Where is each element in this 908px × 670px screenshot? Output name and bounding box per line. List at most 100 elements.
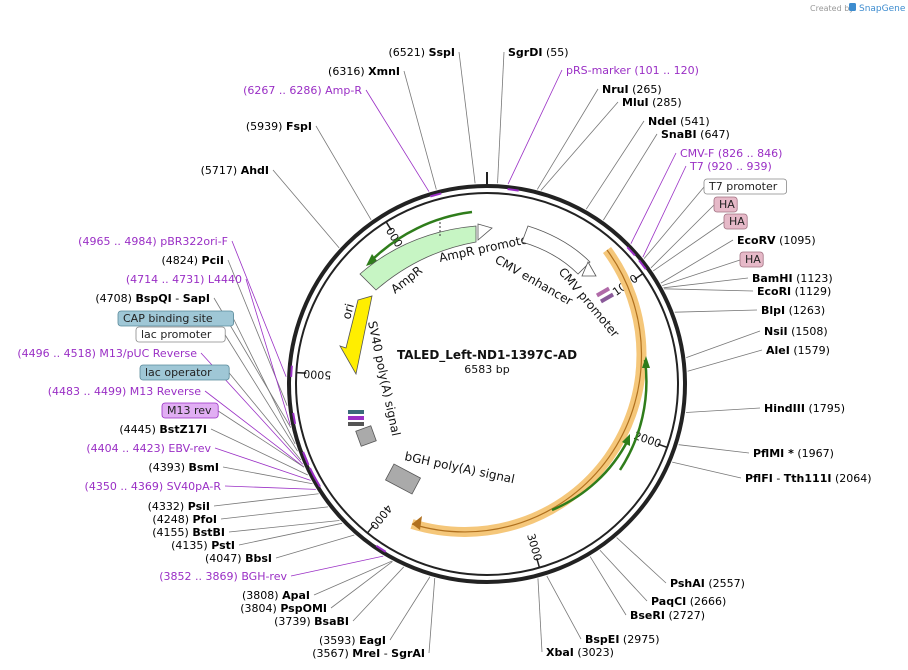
site-label-blpi[interactable]: BlpI (1263): [761, 304, 825, 317]
site-label-nrui[interactable]: NruI (265): [602, 83, 662, 96]
site-name: BsaBI: [314, 615, 349, 628]
site-position: (4708): [95, 292, 132, 305]
site-label-ebv[interactable]: (4404 .. 4423) EBV-rev: [86, 442, 211, 455]
site-label-xmni[interactable]: (6316) XmnI: [328, 65, 400, 78]
site-label-sspi[interactable]: (6521) SspI: [388, 46, 455, 59]
feature-box-cap[interactable]: CAP binding site: [117, 310, 296, 445]
site-label-mlui[interactable]: MluI (285): [622, 96, 682, 109]
site-name: AhdI: [241, 164, 269, 177]
site-label-bspqi[interactable]: (4708) BspQI - SapI: [95, 292, 210, 305]
site-position: (4404 .. 4423): [86, 442, 165, 455]
feature-box-m13rev[interactable]: M13 rev: [161, 402, 305, 468]
site-label-pflmi[interactable]: PflMI * (1967): [753, 447, 834, 460]
site-leader-xmni: [403, 70, 437, 190]
site-name: MreI: [352, 647, 380, 660]
site-label-sv40r[interactable]: (4350 .. 4369) SV40pA-R: [85, 480, 222, 493]
feature-box-ha3[interactable]: HA: [662, 251, 764, 287]
site-label-m13puc[interactable]: (4496 .. 4518) M13/pUC Reverse: [17, 347, 197, 360]
site-leader-bsabi: [352, 566, 405, 622]
site-label-pbr[interactable]: (4965 .. 4984) pBR322ori-F: [78, 235, 228, 248]
site-label-bghrev[interactable]: (3852 .. 3869) BGH-rev: [159, 570, 287, 583]
site-name: NruI: [602, 83, 629, 96]
bgh-feature: [384, 463, 422, 495]
site-label-psti[interactable]: (4135) PstI: [171, 539, 235, 552]
site-position: (4445): [119, 423, 156, 436]
site-position: (1795): [808, 402, 845, 415]
site-label-eagi[interactable]: (3593) EagI: [319, 634, 386, 647]
site-label-mrei[interactable]: (3567) MreI - SgrAI: [312, 647, 425, 660]
site-label-sgrdi[interactable]: SgrDI (55): [508, 46, 569, 59]
primer-mark-m13r: [303, 454, 310, 466]
site-label-bamhi[interactable]: BamHI (1123): [752, 272, 833, 285]
backbone: [287, 172, 687, 584]
tick-mark-2000: [657, 443, 668, 449]
site-label-ecori[interactable]: EcoRI (1129): [757, 285, 831, 298]
site-label-bsabi[interactable]: (3739) BsaBI: [274, 615, 349, 628]
site-label-cmvf[interactable]: CMV-F (826 .. 846): [680, 147, 782, 160]
site-position: (3852 .. 3869): [159, 570, 238, 583]
site-label-bbsi[interactable]: (4047) BbsI: [205, 552, 272, 565]
site-label-hindiii[interactable]: HindIII (1795): [764, 402, 845, 415]
feature-box-lacop[interactable]: lac operator: [139, 364, 302, 461]
site-label-pspomi[interactable]: (3804) PspOMI: [240, 602, 327, 615]
site-label-m13r[interactable]: (4483 .. 4499) M13 Reverse: [48, 385, 201, 398]
site-label-ampr-p[interactable]: (6267 .. 6286) Amp-R: [243, 84, 362, 97]
site-leader-bghrev: [290, 555, 384, 577]
site-label-bstz[interactable]: (4445) BstZ17I: [119, 423, 207, 436]
site-position: (285): [652, 96, 682, 109]
feature-box-ha1[interactable]: HA: [650, 196, 738, 269]
site-name: EagI: [359, 634, 386, 647]
site-label-apai[interactable]: (3808) ApaI: [242, 589, 310, 602]
tick-mark-5000: [296, 371, 307, 374]
feature-box-ha2[interactable]: HA: [652, 213, 748, 272]
site-label-bspei[interactable]: BspEI (2975): [585, 633, 660, 646]
feature-box-lacprom[interactable]: lac promoter: [135, 326, 298, 452]
site-label-pshai[interactable]: PshAI (2557): [670, 577, 745, 590]
site-label-fspi[interactable]: (5939) FspI: [246, 120, 312, 133]
feature-box-label: HA: [745, 253, 761, 266]
site-label-alei[interactable]: AleI (1579): [766, 344, 830, 357]
site-label-ndei[interactable]: NdeI (541): [648, 115, 710, 128]
site-name: EcoRV: [737, 234, 776, 247]
site-label-pcii[interactable]: (4824) PciI: [161, 254, 224, 267]
site-label-psii[interactable]: (4332) PsiI: [148, 500, 210, 513]
site-label-ahdi[interactable]: (5717) AhdI: [201, 164, 269, 177]
feature-box-label: lac operator: [145, 366, 212, 379]
tick-mark-1000: [634, 272, 644, 280]
site-name: PfoI: [193, 513, 218, 526]
site-name: T7: [689, 160, 704, 173]
site-name: PflFI: [745, 472, 773, 485]
tick-mark-4000: [366, 524, 375, 534]
site-label-pflfi[interactable]: PflFI - Tth111I (2064): [745, 472, 872, 485]
site-position: (1967): [797, 447, 834, 460]
site-label-bsmi[interactable]: (4393) BsmI: [148, 461, 219, 474]
feature-box-leader: [228, 372, 302, 461]
site-label-ecorv[interactable]: EcoRV (1095): [737, 234, 816, 247]
site-label-bseri[interactable]: BseRI (2727): [630, 609, 705, 622]
feature-box-frame: [139, 364, 230, 381]
site-leader-pfoi: [220, 506, 328, 520]
site-position: (4824): [161, 254, 198, 267]
feature-box-t7prom[interactable]: T7 promoter: [643, 178, 787, 259]
tick-mark-6000: [385, 221, 393, 231]
site-name: SnaBI: [661, 128, 697, 141]
site-label-snabi[interactable]: SnaBI (647): [661, 128, 730, 141]
sv40-small-features: [348, 410, 364, 426]
sv40-box: [355, 425, 377, 447]
site-label-pfoi[interactable]: (4248) PfoI: [152, 513, 217, 526]
site-label-t7[interactable]: T7 (920 .. 939): [689, 160, 772, 173]
site-label-xbai[interactable]: XbaI (3023): [546, 646, 614, 659]
site-label-nsii[interactable]: NsiI (1508): [764, 325, 828, 338]
site-label-bstbi[interactable]: (4155) BstBI: [152, 526, 225, 539]
site-name: SgrDI: [508, 46, 542, 59]
site-label-prs[interactable]: pRS-marker (101 .. 120): [566, 64, 699, 77]
site-position: (647): [700, 128, 730, 141]
cmv-promoter-arrow: [581, 261, 597, 277]
site-label-paqci[interactable]: PaqCI (2666): [651, 595, 726, 608]
insert-band: [410, 247, 647, 537]
site-position: (5717): [201, 164, 238, 177]
site-leader-mrei: [428, 578, 436, 654]
site-label-l4440[interactable]: (4714 .. 4731) L4440: [126, 273, 242, 286]
site-leader-sgrdi: [497, 51, 505, 184]
